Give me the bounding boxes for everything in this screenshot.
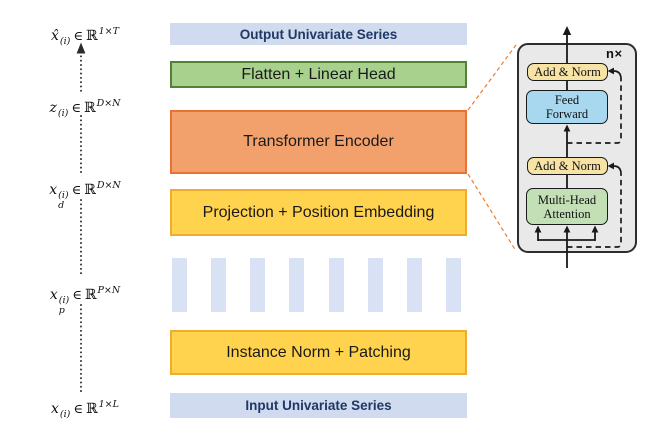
add-norm-bottom-box: Add & Norm bbox=[527, 157, 608, 175]
input-series-bar: Input Univariate Series bbox=[170, 393, 467, 418]
flatten-linear-head-box: Flatten + Linear Head bbox=[170, 61, 467, 88]
add-norm-top-label: Add & Norm bbox=[534, 65, 601, 79]
tensor-symbol: x̂ bbox=[51, 28, 59, 44]
repeat-n-times-label: n× bbox=[606, 46, 623, 61]
patch bbox=[367, 258, 383, 312]
patch bbox=[250, 258, 266, 312]
patch bbox=[211, 258, 227, 312]
transformer-encoder-box: Transformer Encoder bbox=[170, 110, 467, 174]
feed-forward-box: Feed Forward bbox=[526, 90, 608, 124]
add-norm-bottom-label: Add & Norm bbox=[534, 159, 601, 173]
tensor-label-encoded: z(i)∈ℝD×N bbox=[49, 98, 121, 119]
attention-label-line1: Multi-Head bbox=[537, 192, 597, 207]
attention-label-line2: Attention bbox=[543, 206, 591, 221]
tensor-symbol: x bbox=[49, 182, 58, 198]
tensor-label-output: x̂(i)∈ℝ1×T bbox=[51, 26, 119, 47]
instance-norm-patching-box: Instance Norm + Patching bbox=[170, 330, 467, 375]
tensor-label-input: x(i)∈ℝ1×L bbox=[51, 399, 119, 420]
feed-forward-label-line2: Forward bbox=[545, 107, 589, 121]
patch bbox=[172, 258, 187, 312]
patch-row bbox=[172, 258, 461, 312]
tensor-symbol: x bbox=[51, 401, 59, 417]
multi-head-attention-box: Multi-Head Attention bbox=[526, 188, 608, 225]
projection-embedding-box: Projection + Position Embedding bbox=[170, 189, 467, 236]
patch bbox=[445, 258, 461, 312]
tensor-symbol: x bbox=[49, 287, 58, 303]
output-series-bar: Output Univariate Series bbox=[170, 23, 467, 45]
add-norm-top-box: Add & Norm bbox=[527, 63, 608, 81]
patch bbox=[328, 258, 344, 312]
tensor-symbol: z bbox=[49, 100, 57, 116]
feed-forward-label-line1: Feed bbox=[554, 93, 580, 107]
patch bbox=[406, 258, 422, 312]
tensor-label-patched: x(i)p∈ℝP×N bbox=[49, 285, 121, 316]
patch bbox=[289, 258, 305, 312]
tensor-label-embedded: x(i)d∈ℝD×N bbox=[49, 180, 121, 211]
encoder-zoom-connectors bbox=[467, 44, 517, 252]
